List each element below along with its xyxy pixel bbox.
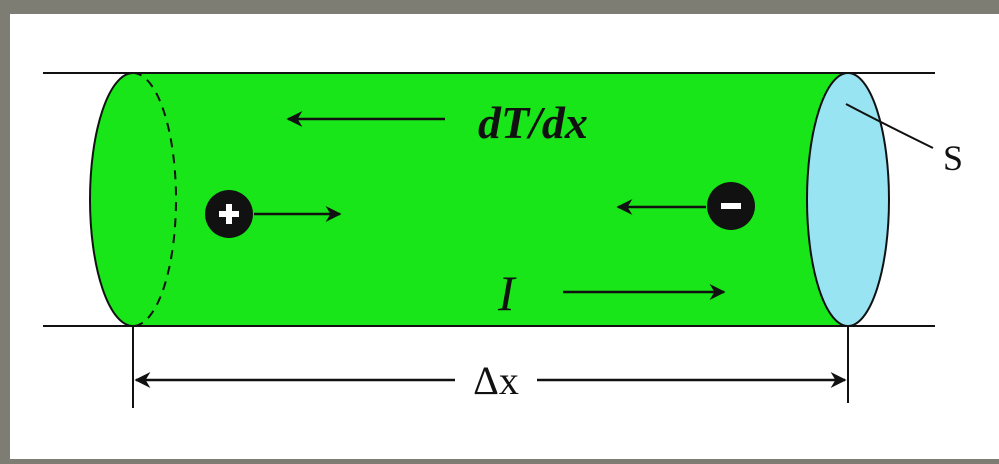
positive-charge-icon bbox=[205, 190, 253, 238]
negative-charge-icon bbox=[707, 182, 755, 230]
temperature-gradient-label: dT/dx bbox=[478, 97, 588, 148]
current-label: I bbox=[497, 265, 517, 321]
left-face-hidden-edge bbox=[132, 72, 177, 327]
cross-section-label: S bbox=[943, 138, 963, 178]
cross-section-leader-line bbox=[845, 103, 934, 149]
length-label: Δx bbox=[473, 358, 519, 403]
right-end-face bbox=[806, 72, 890, 327]
cylinder-body bbox=[89, 72, 849, 327]
